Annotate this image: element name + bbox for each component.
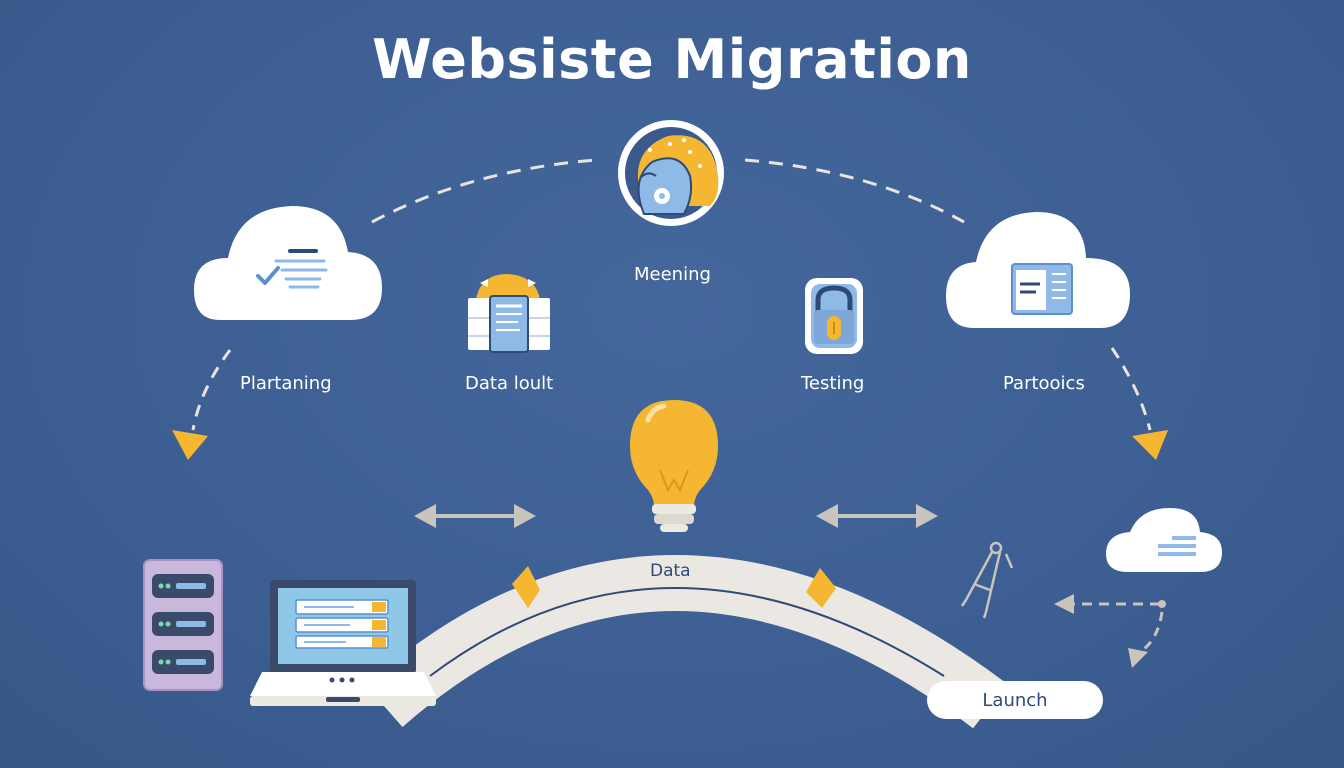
arrowhead-left-icon [172, 430, 208, 460]
lightbulb-icon [630, 400, 718, 532]
stage-label-testing: Testing [801, 373, 865, 394]
dashed-arc-side-right [1110, 347, 1152, 431]
dashed-arc-left [371, 158, 597, 224]
double-arrow-left-icon [414, 504, 536, 528]
bridge-arc [365, 555, 1007, 729]
laptop-icon [250, 580, 436, 706]
bridge-marker-right-icon [806, 568, 836, 608]
bridge-label: Data [650, 561, 691, 581]
stage-label-data-build: Data loult [465, 373, 554, 394]
cloud-checklist-icon [194, 206, 382, 320]
dashed-arc-side-left [191, 349, 232, 431]
arrowhead-right-icon [1132, 430, 1168, 460]
page-title: Websiste Migration [372, 28, 972, 91]
dashed-arrow-down-icon [1128, 611, 1164, 668]
launch-label: Launch [982, 689, 1048, 711]
bridge-marker-left-icon [512, 566, 540, 608]
cloud-browser-icon [946, 212, 1130, 328]
dashed-arc-right [744, 158, 965, 224]
dashed-arrow-left-icon [1054, 594, 1166, 614]
lock-icon [805, 278, 863, 354]
stage-label-protocols: Partooics [1003, 373, 1085, 394]
cloud-small-icon [1106, 508, 1222, 572]
server-rack-icon [143, 559, 223, 691]
launch-pill: Launch [927, 681, 1103, 719]
brain-icon [618, 120, 724, 226]
double-arrow-right-icon [816, 504, 938, 528]
compass-icon [960, 541, 1014, 619]
stage-label-planning: Plartaning [240, 373, 332, 394]
stage-label-top: Meening [634, 264, 711, 285]
database-document-icon [468, 274, 550, 353]
